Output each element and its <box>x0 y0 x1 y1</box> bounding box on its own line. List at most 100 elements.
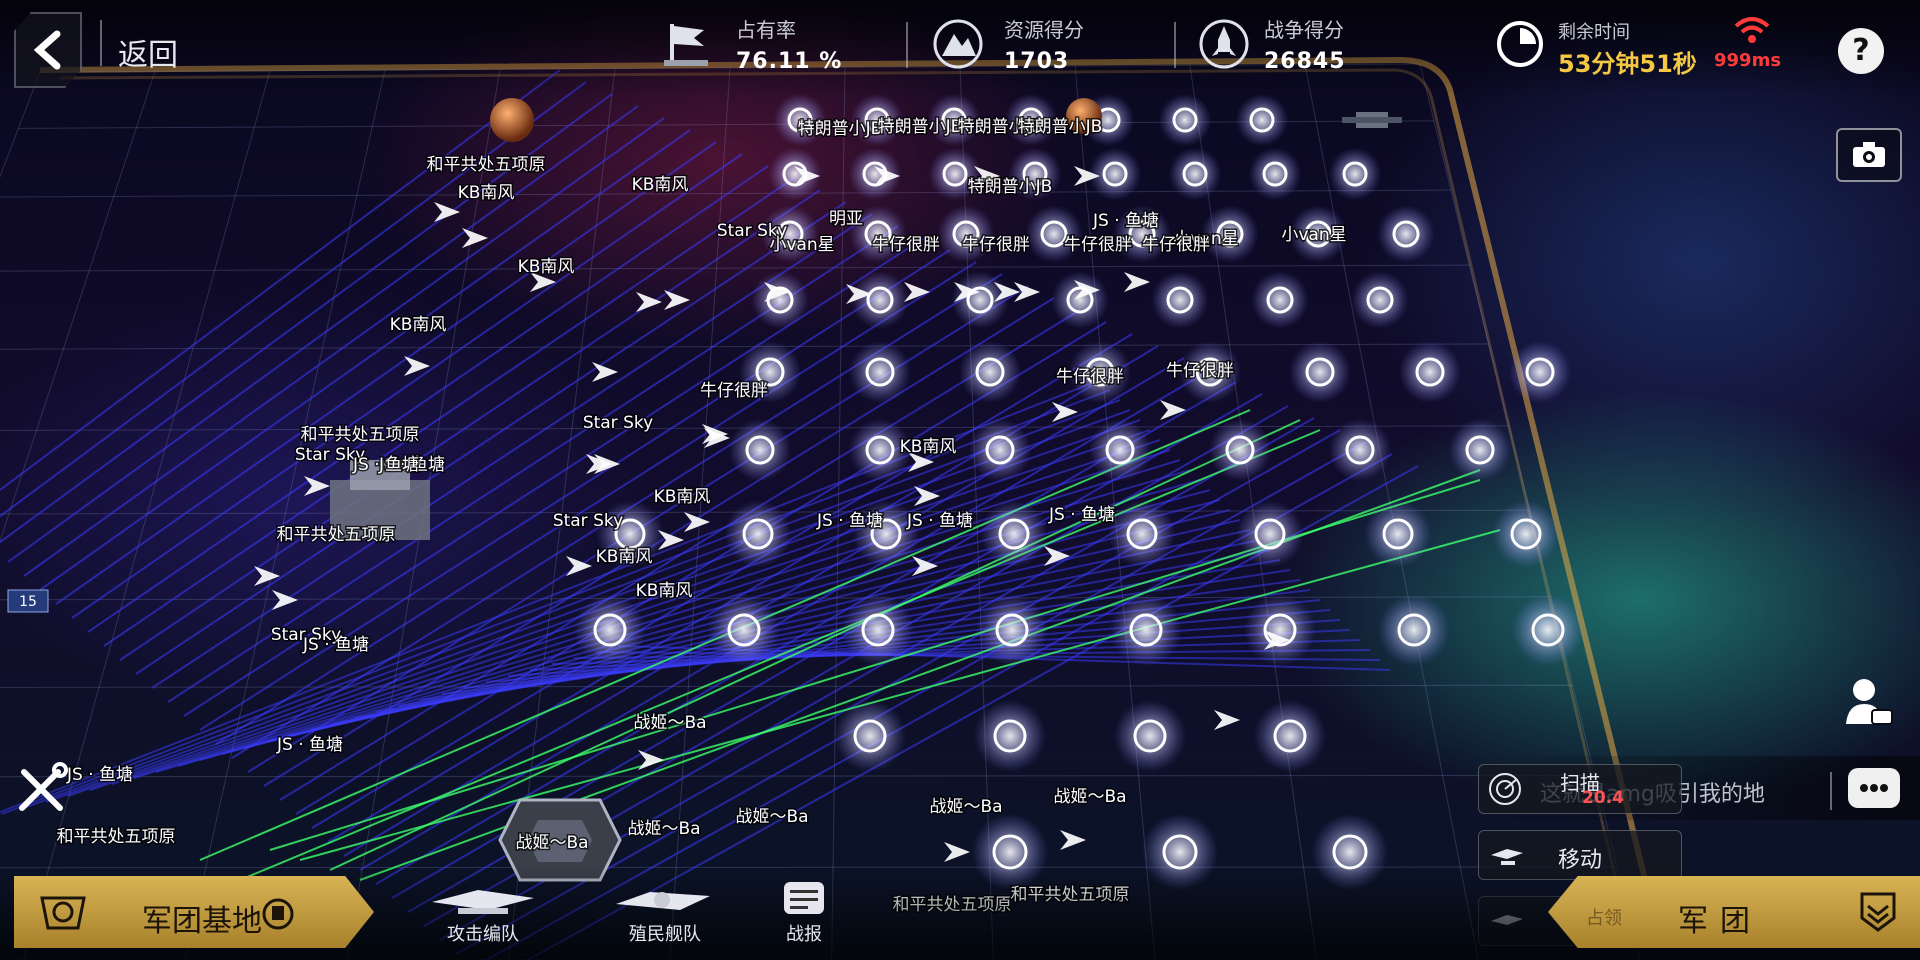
back-label[interactable]: 返回 <box>118 38 178 73</box>
fleet-ship-icon[interactable] <box>304 476 330 496</box>
fleet-ship-icon[interactable] <box>1074 280 1100 300</box>
map-node[interactable] <box>975 357 1005 387</box>
map-node[interactable] <box>787 107 813 133</box>
fleet-ship-icon[interactable] <box>914 486 940 506</box>
map-node[interactable] <box>1342 161 1368 187</box>
fleet-ship-icon[interactable] <box>1214 710 1240 730</box>
fleet-ship-icon[interactable] <box>974 166 1000 186</box>
fleet-ship-icon[interactable] <box>684 512 710 532</box>
map-node[interactable] <box>1195 357 1225 387</box>
map-node[interactable] <box>1262 161 1288 187</box>
map-node[interactable] <box>1392 220 1420 248</box>
map-node[interactable] <box>1366 286 1394 314</box>
player-chat-icon[interactable] <box>1844 676 1894 730</box>
map-node[interactable] <box>998 518 1030 550</box>
map-node[interactable] <box>952 220 980 248</box>
fleet-ship-icon[interactable] <box>594 454 620 474</box>
fleet-ship-icon[interactable] <box>954 282 980 302</box>
map-node[interactable] <box>995 613 1029 647</box>
map-node[interactable] <box>1040 220 1068 248</box>
fleet-ship-icon[interactable] <box>404 356 430 376</box>
fleet-ship-icon[interactable] <box>586 454 612 474</box>
map-node[interactable] <box>864 107 890 133</box>
fleet-ship-icon[interactable] <box>1160 400 1186 420</box>
map-node[interactable] <box>1397 613 1431 647</box>
fleet-ship-icon[interactable] <box>1044 546 1070 566</box>
map-node[interactable] <box>1263 613 1297 647</box>
map-node[interactable] <box>1415 357 1445 387</box>
fleet-ship-icon[interactable] <box>254 566 280 586</box>
map-node[interactable] <box>1249 107 1275 133</box>
map-nodes[interactable] <box>574 93 1584 891</box>
fleet-ship-icon[interactable] <box>638 750 664 770</box>
fleet-ship-icon[interactable] <box>462 228 488 248</box>
fleet-ship-icon[interactable] <box>944 842 970 862</box>
map-node[interactable] <box>1216 220 1244 248</box>
fleet-ship-icon[interactable] <box>1014 282 1040 302</box>
tab-colony-fleet[interactable]: 殖民舰队 <box>590 878 740 948</box>
fleet-ship-icon[interactable] <box>912 556 938 576</box>
map-node[interactable] <box>1273 719 1307 753</box>
ships[interactable] <box>254 166 1290 862</box>
map-node[interactable] <box>853 719 887 753</box>
map-node[interactable] <box>865 357 895 387</box>
map-node[interactable] <box>1382 518 1414 550</box>
fleet-ship-icon[interactable] <box>566 556 592 576</box>
fleet-ship-icon[interactable] <box>592 362 618 382</box>
fleet-ship-icon[interactable] <box>530 272 556 292</box>
map-node[interactable] <box>1085 357 1115 387</box>
fleet-ship-icon[interactable] <box>908 452 934 472</box>
fleet-ship-icon[interactable] <box>904 282 930 302</box>
fleet-ship-icon[interactable] <box>874 166 900 186</box>
map-node[interactable] <box>1225 435 1255 465</box>
fleet-ship-icon[interactable] <box>1264 630 1290 650</box>
fleet-ship-icon[interactable] <box>1052 402 1078 422</box>
map-node[interactable] <box>727 613 761 647</box>
map-node[interactable] <box>1105 435 1135 465</box>
map-node[interactable] <box>1172 107 1198 133</box>
map-node[interactable] <box>1510 518 1542 550</box>
map-node[interactable] <box>1345 435 1375 465</box>
map-node[interactable] <box>985 435 1015 465</box>
map-node[interactable] <box>1166 286 1194 314</box>
tab-battle-report[interactable]: 战报 <box>744 878 864 948</box>
map-node[interactable] <box>942 161 968 187</box>
fleet-ship-icon[interactable] <box>764 282 790 302</box>
map-node[interactable] <box>1254 518 1286 550</box>
map-node[interactable] <box>1182 161 1208 187</box>
map-node[interactable] <box>865 435 895 465</box>
fleet-ship-icon[interactable] <box>272 590 298 610</box>
legion-base-button[interactable]: 军团基地 <box>14 876 374 948</box>
map-node[interactable] <box>1525 357 1555 387</box>
fleet-ship-icon[interactable] <box>434 202 460 222</box>
map-node[interactable] <box>1102 161 1128 187</box>
scan-button[interactable]: 扫描 <box>1478 764 1682 814</box>
map-node[interactable] <box>1266 286 1294 314</box>
chat-button[interactable] <box>1848 768 1900 808</box>
map-node[interactable] <box>870 518 902 550</box>
tab-attack-formation[interactable]: 攻击编队 <box>408 878 558 948</box>
map-node[interactable] <box>755 357 785 387</box>
map-node[interactable] <box>1066 286 1094 314</box>
fleet-ship-icon[interactable] <box>664 290 690 310</box>
map-node[interactable] <box>614 518 646 550</box>
fleet-ship-icon[interactable] <box>658 530 684 550</box>
map-node[interactable] <box>1126 518 1158 550</box>
map-node[interactable] <box>1531 613 1565 647</box>
map-node[interactable] <box>864 220 892 248</box>
map-node[interactable] <box>993 719 1027 753</box>
map-node[interactable] <box>1465 435 1495 465</box>
map-node[interactable] <box>1133 719 1167 753</box>
map-node[interactable] <box>1305 357 1335 387</box>
fleet-ship-icon[interactable] <box>636 292 662 312</box>
map-node[interactable] <box>745 435 775 465</box>
legion-button[interactable]: 占领 军团 <box>1548 876 1920 948</box>
fleet-ship-icon[interactable] <box>1074 166 1100 186</box>
fleet-ship-icon[interactable] <box>846 284 872 304</box>
help-button[interactable]: ? <box>1838 28 1884 74</box>
space-station-icon[interactable] <box>1342 112 1402 128</box>
fleet-ship-icon[interactable] <box>994 282 1020 302</box>
map-node[interactable] <box>966 286 994 314</box>
settings-tools-icon[interactable] <box>14 762 72 816</box>
